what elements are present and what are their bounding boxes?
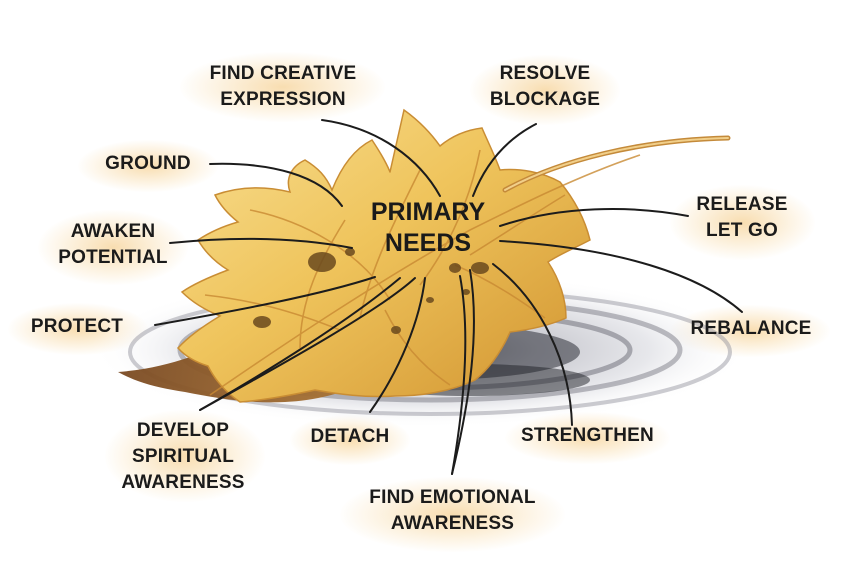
label-strengthen: STRENGTHEN [521, 425, 654, 446]
center-title-line2: NEEDS [384, 229, 472, 257]
label-find-creative-expression: FIND CREATIVE EXPRESSION [209, 63, 357, 110]
connector-detach [369, 277, 426, 413]
label-rebalance: REBALANCE [690, 318, 812, 339]
label-glow [670, 185, 815, 260]
connector-develop-2 [199, 277, 416, 411]
center-title: PRIMARY NEEDS [348, 197, 508, 259]
leaf-veins [204, 149, 641, 396]
label-glow [105, 410, 265, 502]
label-glow [340, 477, 565, 552]
label-find-emotional-awareness: FIND EMOTIONAL AWARENESS [369, 487, 536, 534]
label-protect: PROTECT [30, 316, 124, 337]
label-glow [38, 210, 188, 285]
connector-resolve [472, 123, 537, 197]
leaf-spots [253, 248, 489, 334]
label-glow [470, 55, 620, 125]
connector-strengthen [492, 263, 573, 426]
label-glow [180, 52, 385, 122]
label-develop-spiritual-awareness: DEVELOP SPIRITUAL AWARENESS [121, 420, 245, 493]
connector-protect [154, 276, 376, 326]
connector-awaken [169, 237, 353, 249]
label-glow [78, 140, 218, 192]
label-detach: DETACH [310, 426, 390, 447]
center-title-line1: PRIMARY [370, 198, 486, 226]
label-ground: GROUND [105, 153, 191, 174]
connector-find-creative [321, 119, 441, 197]
connector-ground [209, 162, 343, 207]
connector-lines [154, 119, 743, 475]
label-release-let-go: RELEASE LET GO [696, 194, 788, 241]
connector-find-emotional-2 [451, 269, 475, 475]
leaf-body [176, 108, 591, 403]
label-resolve-blockage: RESOLVE BLOCKAGE [489, 63, 601, 110]
connector-rebalance [499, 240, 743, 313]
connector-release [499, 208, 689, 227]
label-awaken-potential: AWAKEN POTENTIAL [58, 221, 168, 268]
connector-find-emotional-1 [451, 275, 467, 475]
